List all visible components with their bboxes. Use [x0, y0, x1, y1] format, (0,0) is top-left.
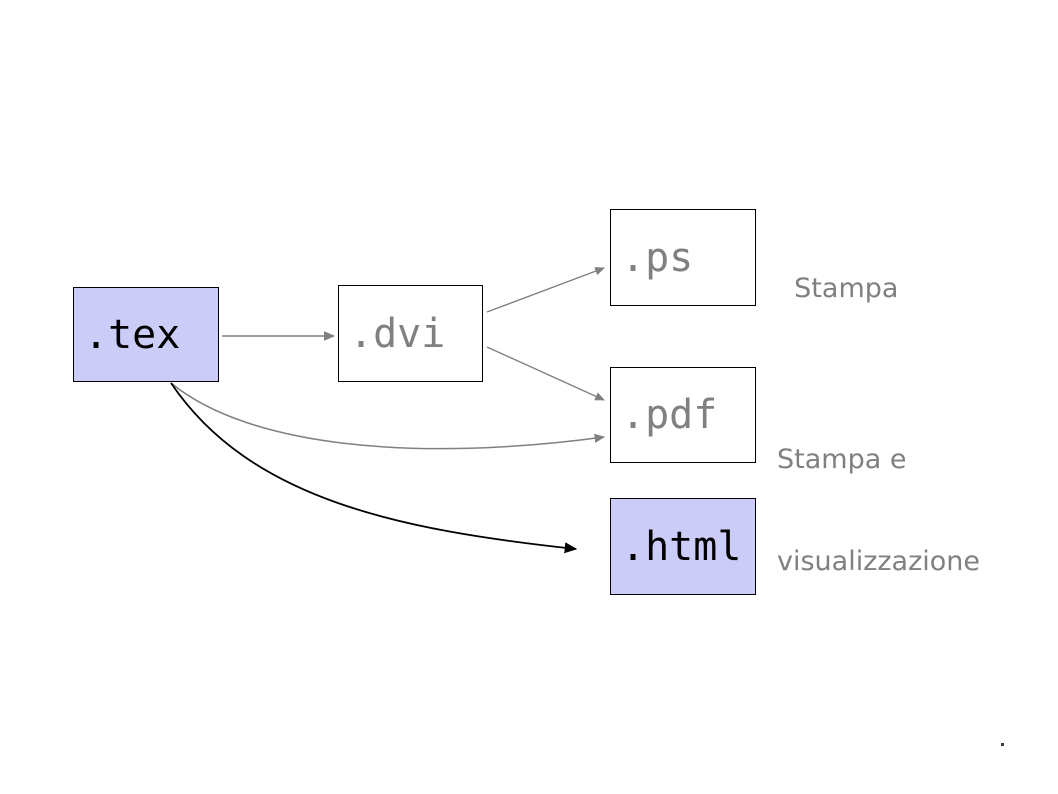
node-html[interactable]: .html	[610, 498, 756, 595]
node-ps-label: .ps	[621, 234, 694, 281]
edge-dvi-to-ps	[486, 267, 605, 313]
annotation-pdf-note-line2: visualizzazione	[777, 546, 981, 577]
edge-tex-to-html	[170, 382, 578, 554]
node-pdf-label: .pdf	[621, 392, 718, 438]
node-html-label: .html	[621, 523, 742, 570]
node-pdf[interactable]: .pdf	[610, 367, 756, 463]
node-dvi-label: .dvi	[349, 310, 446, 357]
annotation-pdf-note: Stampa e visualizzazione	[777, 375, 980, 613]
node-tex-label: .tex	[84, 311, 181, 358]
node-tex[interactable]: .tex	[73, 287, 219, 382]
node-dvi[interactable]: .dvi	[338, 285, 483, 382]
annotation-pdf-note-line1: Stampa e	[777, 444, 907, 475]
annotation-ps-note-text: Stampa	[794, 273, 899, 304]
node-ps[interactable]: .ps	[610, 209, 756, 306]
edge-dvi-to-pdf	[486, 346, 605, 401]
annotation-ps-note: Stampa	[777, 238, 898, 306]
stray-mark	[1001, 743, 1004, 746]
edge-tex-to-pdf	[170, 382, 606, 450]
